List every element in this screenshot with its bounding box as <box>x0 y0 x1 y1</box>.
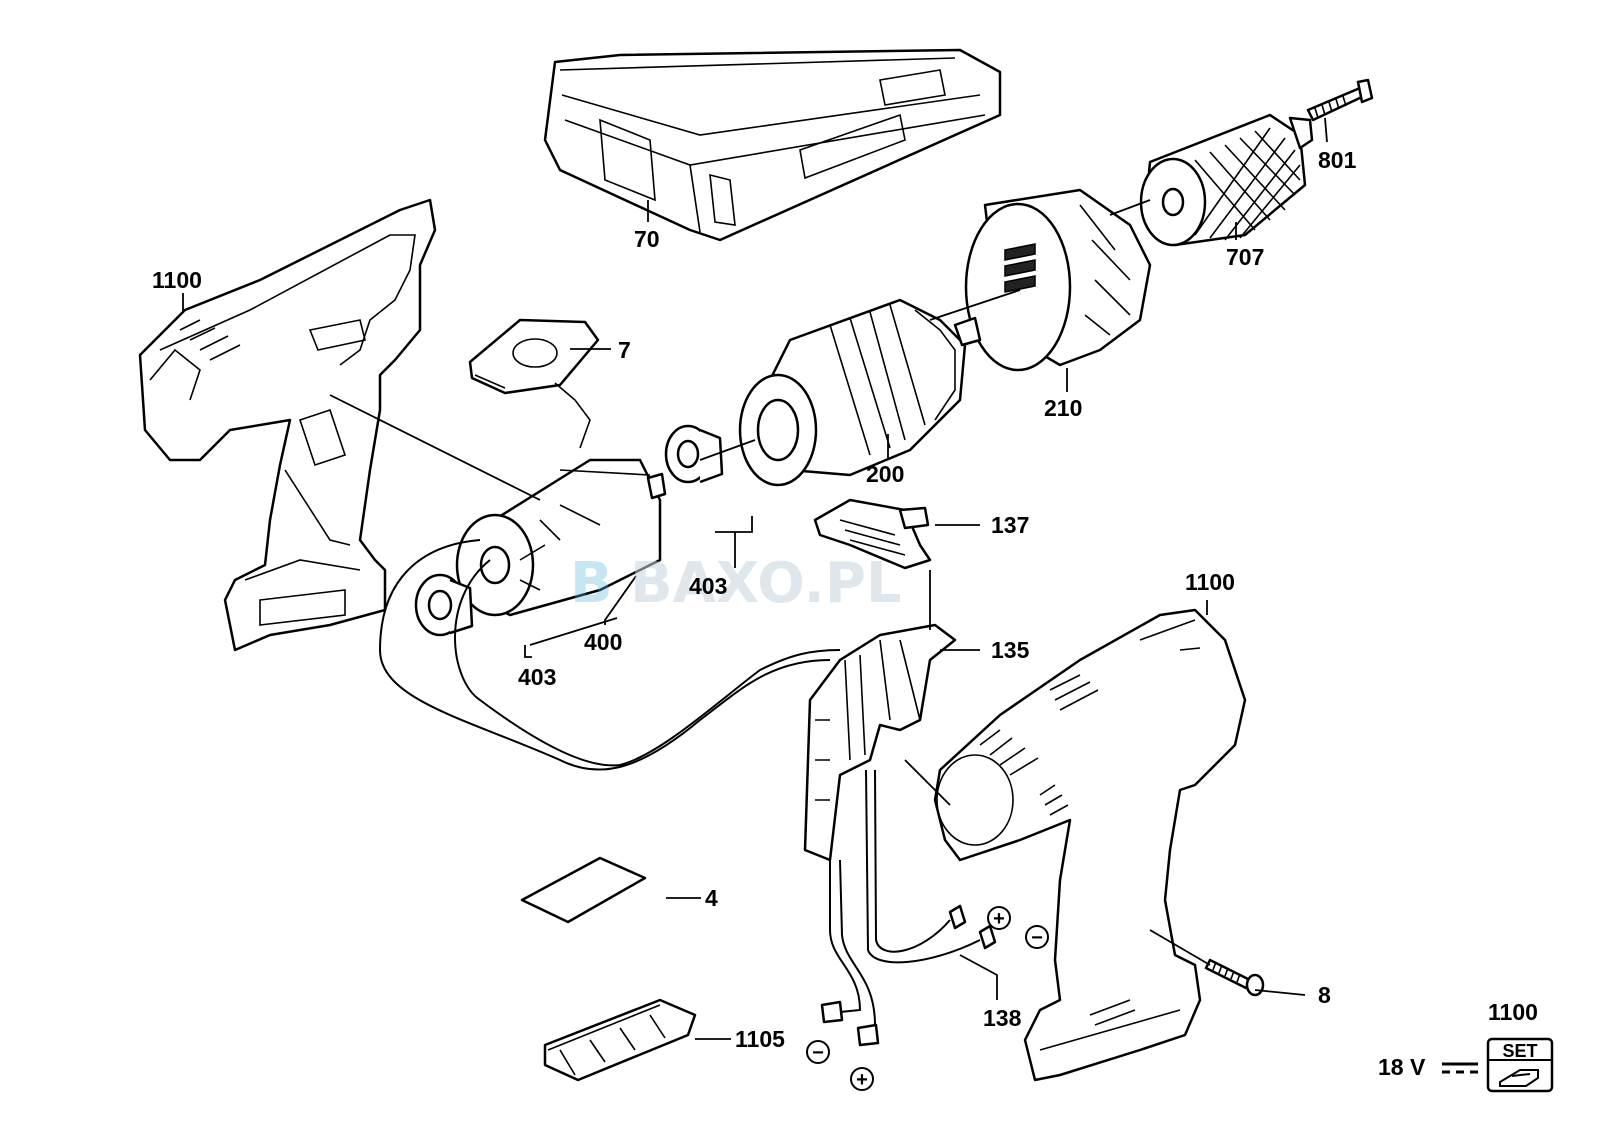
label-1105: 1105 <box>735 1026 785 1052</box>
nameplate-part <box>520 856 647 924</box>
label-801: 801 <box>1318 147 1357 173</box>
chuck-screw-part <box>1306 78 1374 122</box>
svg-text:+: + <box>856 1069 868 1091</box>
housing-left-half-part <box>138 198 437 652</box>
battery-leads-part <box>820 769 997 1047</box>
keyless-chuck-part <box>1139 113 1314 247</box>
label-400: 400 <box>584 629 622 655</box>
svg-text:−: − <box>812 1042 824 1064</box>
label-70: 70 <box>634 226 660 252</box>
label-1100-right: 1100 <box>1185 569 1235 595</box>
label-7: 7 <box>618 337 631 363</box>
reversing-switch-part <box>813 498 932 570</box>
label-1100-left: 1100 <box>152 267 202 293</box>
label-135: 135 <box>991 637 1030 663</box>
leader-lines <box>182 117 1328 1040</box>
label-707: 707 <box>1226 244 1264 270</box>
set-badge: SET <box>1486 1037 1554 1093</box>
label-210: 210 <box>1044 395 1082 421</box>
set-badge-tool-icon <box>1499 1069 1539 1087</box>
part-labels: 1100 7 70 801 707 210 200 403 400 403 13… <box>152 147 1538 1052</box>
label-4: 4 <box>705 885 718 911</box>
set-badge-text: SET <box>1502 1041 1537 1061</box>
dc-symbol-icon <box>1442 1062 1478 1074</box>
label-1100-set: 1100 <box>1488 999 1538 1025</box>
label-8: 8 <box>1318 982 1331 1008</box>
label-200: 200 <box>866 461 904 487</box>
label-137: 137 <box>991 512 1029 538</box>
voltage-set-legend: 18 V SET <box>1378 1037 1554 1093</box>
watermark-icon-letter: B <box>570 551 613 616</box>
watermark-text: BAXO.PL <box>630 551 902 616</box>
voltage-label: 18 V <box>1378 1054 1426 1080</box>
svg-text:+: + <box>993 908 1005 930</box>
watermark: B BAXO.PL <box>570 551 902 616</box>
housing-screw-part <box>1204 958 1265 997</box>
motor-wiring <box>378 539 841 771</box>
label-138: 138 <box>983 1005 1022 1031</box>
label-403-top: 403 <box>689 573 727 599</box>
motor-bearing-top-part <box>664 424 724 484</box>
minus-marker-upper: − <box>1025 925 1049 949</box>
trigger-switch-part <box>803 623 957 862</box>
carry-case-part <box>543 48 1002 242</box>
housing-right-half-part <box>933 608 1247 1082</box>
polarity-markers: + − − + <box>806 906 1049 1091</box>
plus-marker-upper: + <box>987 906 1011 930</box>
gear-cover-part <box>964 188 1152 372</box>
gearbox-part <box>738 298 982 487</box>
plus-marker-lower: + <box>850 1067 874 1091</box>
svg-text:−: − <box>1031 927 1043 949</box>
battery-contact-block-part <box>543 998 697 1082</box>
label-403-bottom: 403 <box>518 664 556 690</box>
motor-bearing-bottom-part <box>414 573 474 637</box>
minus-marker-lower: − <box>806 1040 830 1064</box>
gear-selector-part <box>468 318 600 449</box>
